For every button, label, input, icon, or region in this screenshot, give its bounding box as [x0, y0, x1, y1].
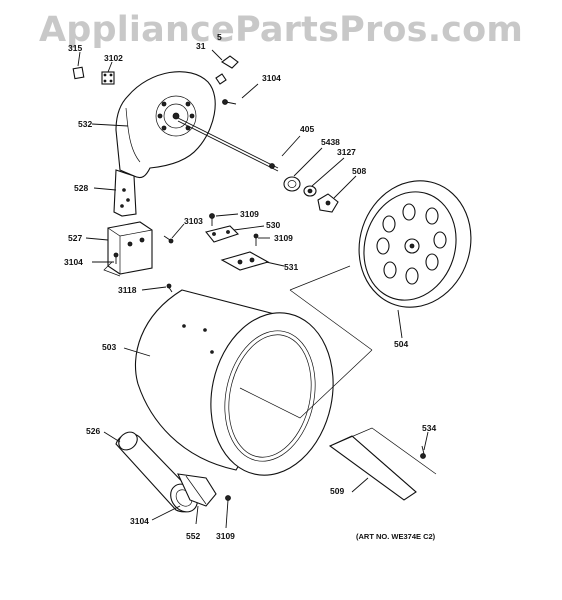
- callout-531: 531: [284, 262, 298, 272]
- callout-405: 405: [300, 124, 314, 134]
- drum-503: [134, 283, 334, 476]
- callout-508: 508: [352, 166, 366, 176]
- shaft-assembly: [177, 117, 339, 213]
- callout-526: 526: [86, 426, 100, 436]
- bracket-552: [177, 473, 231, 507]
- callout-3102: 3102: [104, 53, 123, 63]
- watermark-logo: AppliancePartsPros.com: [38, 10, 524, 50]
- callout-534: 534: [422, 423, 436, 433]
- callout-3109-bottom: 3109: [216, 531, 235, 541]
- leader-lines: [77, 49, 429, 529]
- callout-3118: 3118: [118, 285, 137, 295]
- callout-504: 504: [394, 339, 408, 349]
- callout-3109-top: 3109: [240, 209, 259, 219]
- rear-bulkhead-532: [115, 71, 216, 179]
- callout-527: 527: [68, 233, 82, 243]
- callout-3104-top: 3104: [262, 73, 281, 83]
- glide-509: [328, 427, 437, 501]
- callout-3103: 3103: [184, 216, 203, 226]
- callout-labels: 315 3102 5 31 3104 532 405 5438 3127 508…: [64, 32, 436, 541]
- callout-3127: 3127: [337, 147, 356, 157]
- callout-552: 552: [186, 531, 200, 541]
- art-number: (ART NO. WE374E C2): [356, 532, 436, 541]
- callout-532: 532: [78, 119, 92, 129]
- callout-3104-left: 3104: [64, 257, 83, 267]
- callout-5: 5: [217, 32, 222, 42]
- callout-315: 315: [68, 43, 82, 53]
- callout-31: 31: [196, 41, 206, 51]
- callout-509: 509: [330, 486, 344, 496]
- motor-mount-527: [103, 221, 174, 277]
- callout-503: 503: [102, 342, 116, 352]
- callout-3109-mid: 3109: [274, 233, 293, 243]
- callout-530: 530: [266, 220, 280, 230]
- small-parts-top-left: [72, 55, 239, 105]
- thermostat-530: [205, 213, 259, 246]
- callout-3104-bottom: 3104: [130, 516, 149, 526]
- drum-roller-wheel-504: [358, 180, 472, 308]
- drive-belt-path: [239, 265, 373, 419]
- callout-5438: 5438: [321, 137, 340, 147]
- bracket-531: [220, 251, 270, 271]
- callout-528: 528: [74, 183, 88, 193]
- bracket-528: [113, 169, 137, 217]
